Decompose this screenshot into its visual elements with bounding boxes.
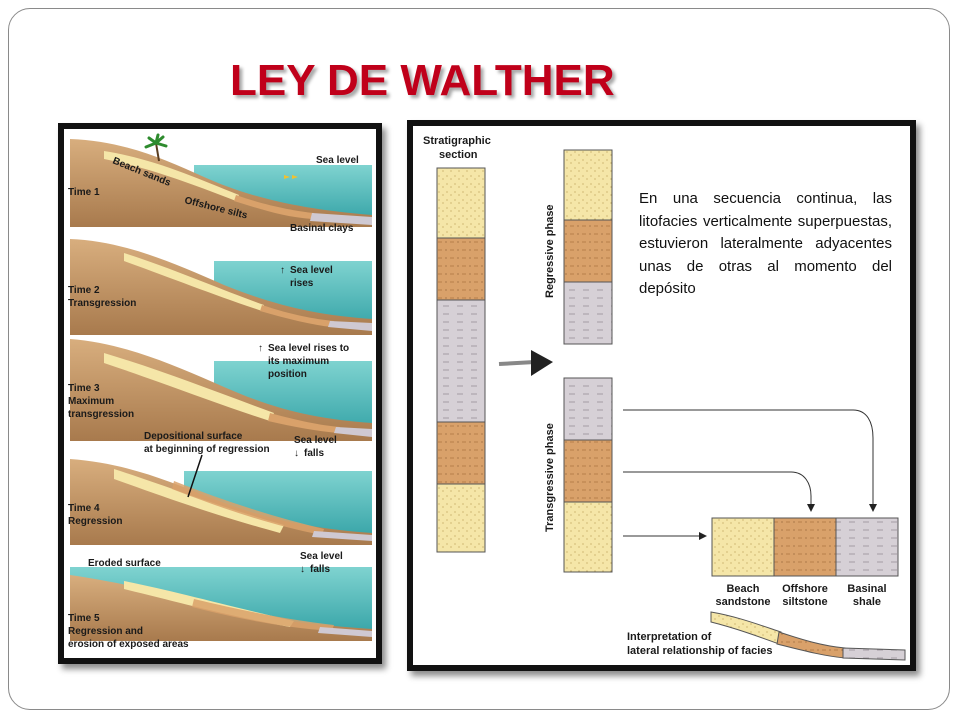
time1-sand-layer: [104, 151, 239, 201]
time5-arrow-down-icon: ↓: [300, 564, 305, 575]
time1-clay-layer: [310, 213, 372, 225]
time5-caption-line1: Regression and: [68, 626, 143, 637]
time-sequence-panel: Sea level Beach sands Offshore silts Bas…: [58, 123, 382, 664]
stratigraphic-diagram: Stratigraphic section Regressive phase: [423, 135, 906, 661]
time3-note-line3: position: [268, 369, 307, 380]
facies-siltstone-line1: Offshore: [782, 583, 828, 595]
transgressive-phase-label: Transgressive phase: [544, 423, 556, 532]
time4-caption: Regression: [68, 516, 122, 527]
regressive-sand: [563, 149, 613, 221]
facies-sandstone-line1: Beach: [726, 583, 759, 595]
wedge-shale: [842, 647, 906, 661]
facies-siltstone-line2: siltstone: [782, 596, 827, 608]
regressive-shale: [563, 281, 613, 345]
connector-arrows: [623, 409, 877, 540]
time5-caption-line2: erosion of exposed areas: [68, 639, 189, 650]
time5-surface-label: Eroded surface: [88, 558, 161, 569]
arrow-right-icon: [498, 350, 553, 376]
column-silt-upper: [436, 237, 486, 301]
time5-note-line2: falls: [310, 564, 330, 575]
arrow-to-siltstone: [623, 471, 815, 512]
transgressive-column: [563, 377, 613, 573]
wedge-silt: [776, 631, 846, 659]
time4-silt-layer: [172, 481, 324, 535]
time5-note-line1: Sea level: [300, 551, 343, 562]
time3-sand-layer: [104, 353, 274, 421]
walther-law-description: En una secuencia continua, las litofacie…: [639, 190, 892, 297]
transgressive-shale: [563, 377, 613, 441]
facies-row: [711, 517, 899, 577]
time3-block: ↑ Sea level rises to its maximum positio…: [68, 339, 372, 441]
regressive-column: [563, 149, 613, 345]
regressive-silt: [563, 219, 613, 283]
slide-frame: [8, 8, 950, 710]
interpretation-wedge: [710, 611, 906, 661]
time3-label: Time 3: [68, 383, 100, 394]
time4-arrow-down-icon: ↓: [294, 448, 299, 459]
interpretation-line2: lateral relationship of facies: [627, 645, 773, 657]
time3-arrow-up-icon: ↑: [258, 343, 263, 354]
time2-caption: Transgression: [68, 298, 136, 309]
time2-note-line2: rises: [290, 278, 314, 289]
palm-tree-icon: [144, 133, 168, 162]
facies-shale-line2: shale: [853, 596, 881, 608]
section-title-line1: Stratigraphic: [423, 135, 491, 147]
time4-surface-line2: at beginning of regression: [144, 444, 270, 455]
time4-label: Time 4: [68, 503, 100, 514]
column-sand-bottom: [436, 483, 486, 553]
wedge-sand: [710, 611, 782, 645]
slide-title: LEY DE WALTHER: [230, 56, 615, 105]
stratigraphic-panel: Stratigraphic section Regressive phase: [407, 120, 916, 671]
time4-note-line2: falls: [304, 448, 324, 459]
column-silt-lower: [436, 421, 486, 485]
time2-sand-layer: [124, 253, 264, 311]
time2-note-line1: Sea level: [290, 265, 333, 276]
facies-shale-block: [835, 517, 899, 577]
section-title-line2: section: [439, 149, 478, 161]
time4-sand-layer: [114, 469, 284, 533]
time4-clay-layer: [312, 531, 372, 541]
time4-surface-line1: Depositional surface: [144, 431, 243, 442]
facies-sandstone-block: [711, 517, 775, 577]
time5-block: Eroded surface Sea level ↓ falls Time 5 …: [68, 551, 372, 650]
time3-note-line2: its maximum: [268, 356, 329, 367]
time2-clay-layer: [328, 321, 372, 331]
stratigraphic-column: [436, 167, 486, 553]
column-sand-top: [436, 167, 486, 239]
time4-pointer-line: [187, 454, 203, 498]
time3-note-line1: Sea level rises to: [268, 343, 349, 354]
transgressive-sand: [563, 501, 613, 573]
time1-label: Time 1: [68, 187, 100, 198]
time3-clay-layer: [334, 427, 372, 437]
time3-silt-layer: [268, 413, 340, 433]
time1-sea-level-label: Sea level: [316, 155, 359, 166]
time2-label: Time 2: [68, 285, 100, 296]
fish-icon: [284, 175, 298, 179]
time-sequence-diagram: Sea level Beach sands Offshore silts Bas…: [68, 133, 372, 650]
time1-basinal-label: Basinal clays: [290, 223, 354, 234]
arrow-to-shale: [623, 409, 877, 512]
regressive-phase-label: Regressive phase: [544, 204, 556, 298]
facies-shale-line1: Basinal: [847, 583, 886, 595]
time3-land: [70, 339, 372, 441]
time4-note-line1: Sea level: [294, 435, 337, 446]
facies-siltstone-block: [773, 517, 837, 577]
time5-clay-layer: [318, 627, 372, 637]
transgressive-silt: [563, 439, 613, 503]
time3-caption-line2: transgression: [68, 409, 134, 420]
time5-silt-layer: [192, 599, 334, 631]
column-shale: [436, 299, 486, 423]
time3-caption-line1: Maximum: [68, 396, 114, 407]
time1-silt-layer: [234, 195, 314, 219]
interpretation-line1: Interpretation of: [627, 631, 712, 643]
time2-block: ↑ Sea level rises Time 2 Transgression: [68, 239, 372, 335]
time2-arrow-up-icon: ↑: [280, 265, 285, 276]
time5-label: Time 5: [68, 613, 100, 624]
facies-sandstone-line2: sandstone: [715, 596, 770, 608]
time4-block: Depositional surface at beginning of reg…: [68, 431, 372, 545]
time1-block: Sea level Beach sands Offshore silts Bas…: [68, 133, 372, 234]
time2-silt-layer: [260, 305, 334, 327]
